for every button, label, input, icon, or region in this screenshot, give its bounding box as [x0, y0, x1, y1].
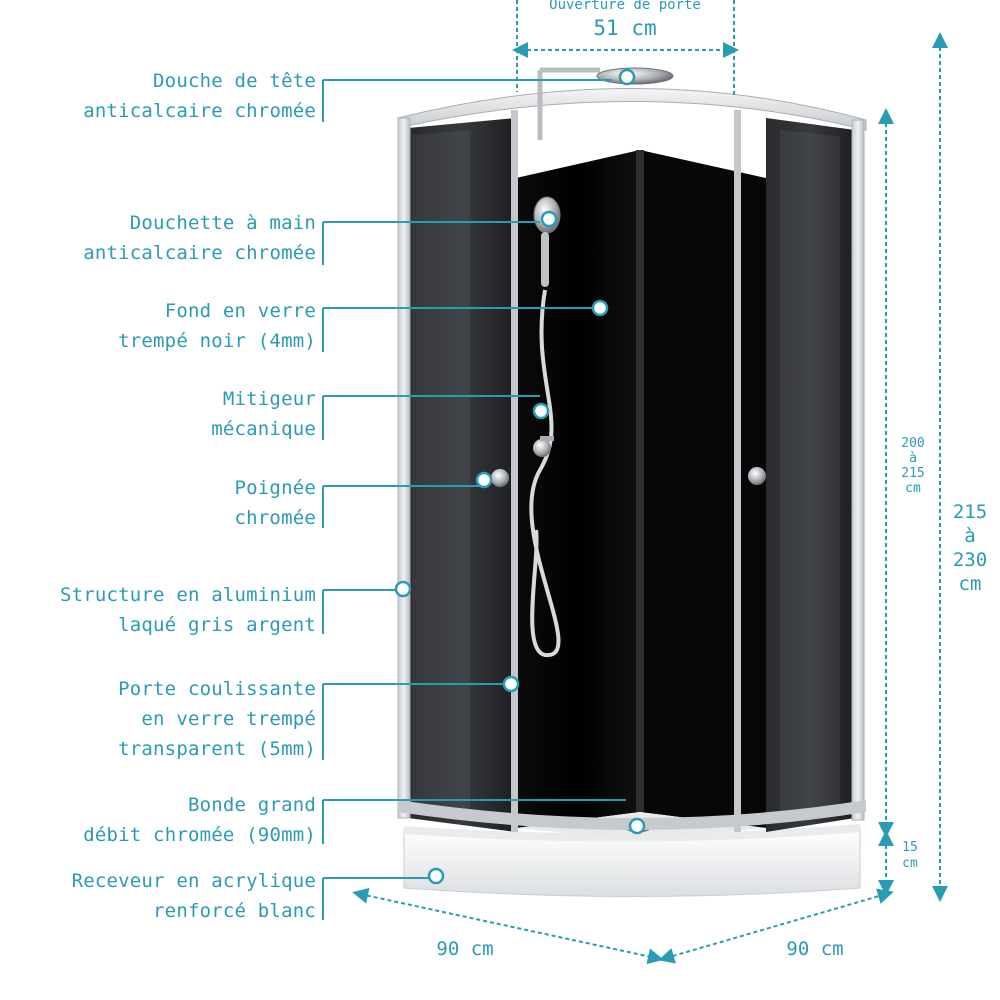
head-shower [537, 67, 674, 140]
callout-dots [394, 68, 646, 885]
door-opening-value: 51 cm [593, 16, 657, 40]
width-right-label: 90 cm [786, 938, 844, 960]
leader-lines [322, 79, 626, 920]
black-back-glass [516, 150, 766, 840]
door-opening-title: Ouverture de porte [549, 0, 701, 13]
smoked-side-glass [408, 118, 855, 832]
dimension-lines [352, 0, 948, 965]
width-left-label: 90 cm [436, 938, 494, 960]
mixer-tap [533, 436, 554, 457]
aluminium-frame [397, 88, 867, 832]
door-handles [491, 467, 766, 487]
